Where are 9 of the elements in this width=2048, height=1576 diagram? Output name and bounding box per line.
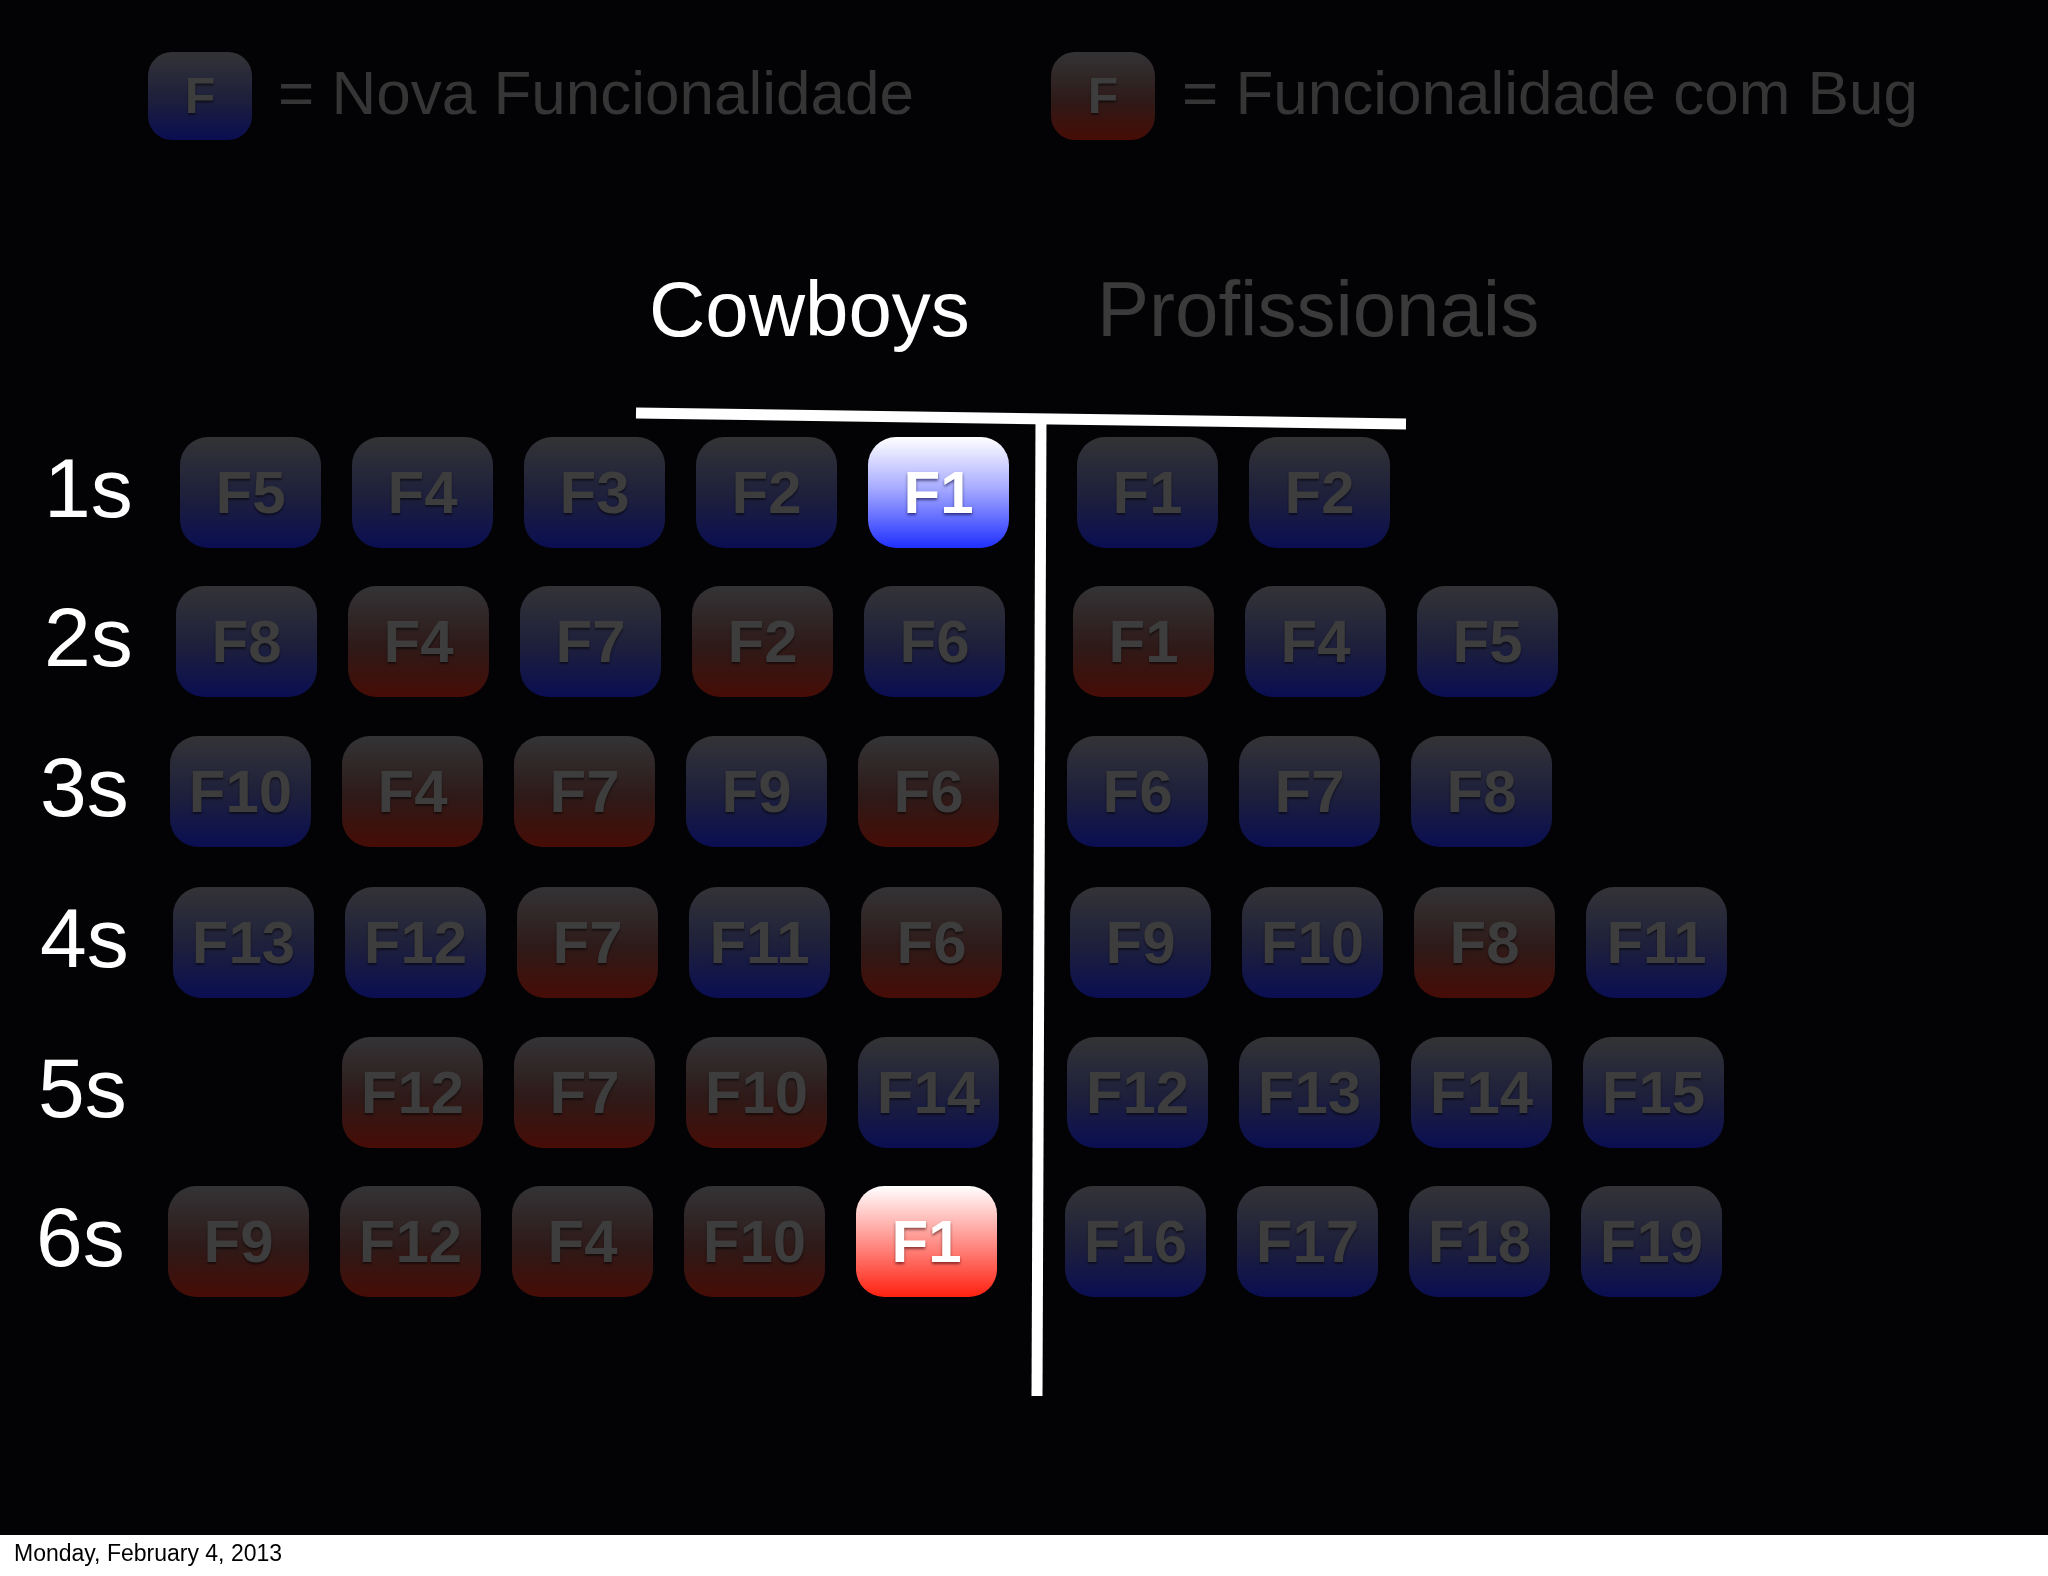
row-label: 1s	[44, 445, 133, 530]
feature-tile: F1	[868, 436, 1009, 548]
feature-tile: F1	[856, 1185, 997, 1297]
row-label: 2s	[44, 594, 133, 679]
row-label: 5s	[38, 1045, 127, 1130]
row-label: 4s	[40, 895, 129, 980]
date-footer: Monday, February 4, 2013	[14, 1542, 283, 1566]
row-label: 6s	[36, 1194, 125, 1279]
row-label: 3s	[40, 744, 129, 829]
